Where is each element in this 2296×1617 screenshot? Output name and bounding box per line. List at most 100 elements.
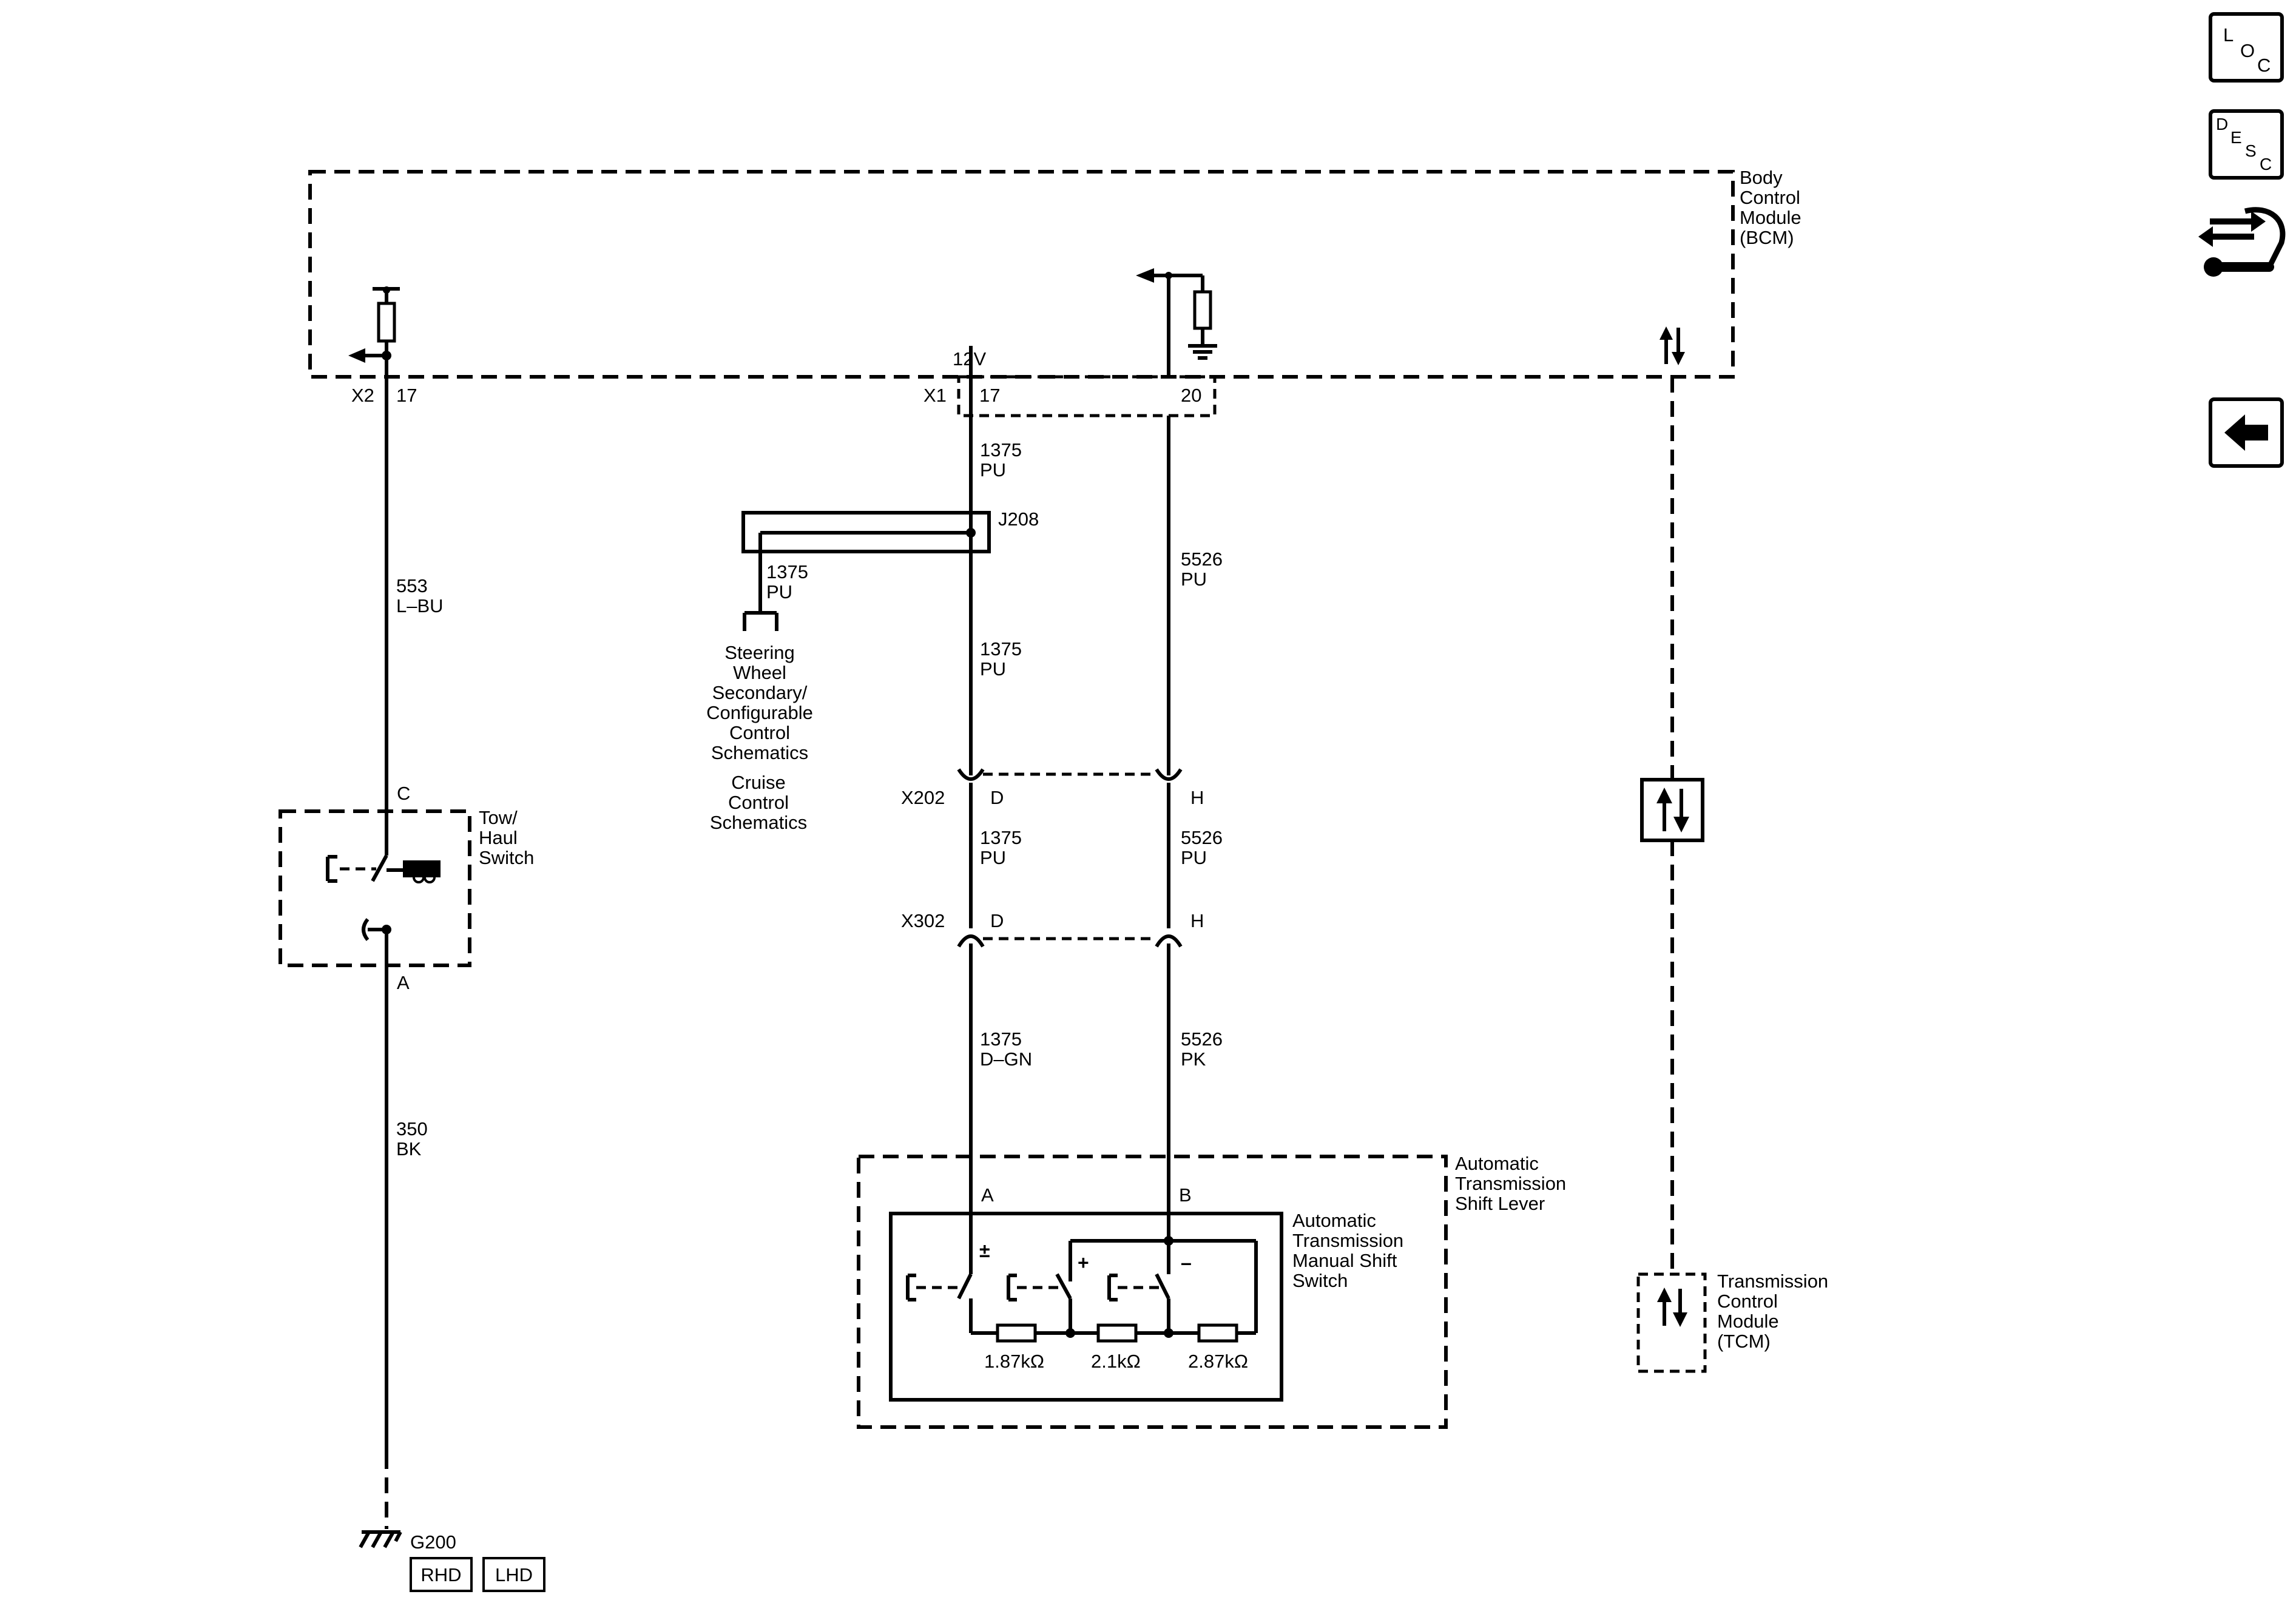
resistor-1-label: 1.87kΩ [984, 1351, 1044, 1372]
x202-connector [957, 752, 1183, 928]
x202-label: X202 [901, 787, 945, 808]
shift-lever-label: Automatic Transmission Shift Lever [1455, 1153, 1566, 1214]
svg-text:Control: Control [1740, 187, 1800, 208]
wire-1375-dgn-color: D–GN [980, 1048, 1032, 1070]
svg-text:D: D [2216, 115, 2228, 133]
svg-text:Configurable: Configurable [706, 702, 813, 723]
wire-5526-a-num: 5526 [1181, 549, 1223, 570]
svg-text:Steering: Steering [724, 642, 794, 663]
x302-connector [957, 934, 1183, 959]
tow-pin-c: C [397, 783, 410, 804]
wire-1375-a-color: PU [980, 459, 1006, 481]
loc-button[interactable]: L O C [2209, 12, 2284, 83]
svg-text:Tow/: Tow/ [479, 807, 518, 828]
svg-text:Shift Lever: Shift Lever [1455, 1193, 1545, 1214]
lhd-box [482, 1557, 545, 1592]
manual-shift-switch-network [906, 1214, 1258, 1343]
cruise-control-reference: Cruise Control Schematics [710, 772, 807, 833]
wire-350-num: 350 [396, 1118, 428, 1139]
msl-pin-a: A [981, 1184, 994, 1206]
shift-lever-dashed-box [857, 1155, 1448, 1429]
resistor-3-label: 2.87kΩ [1188, 1351, 1248, 1372]
wire-553-num: 553 [396, 575, 428, 596]
msl-pin-b: B [1179, 1184, 1192, 1206]
bcm-dashed-box [308, 170, 1735, 379]
x202-pin-d: D [990, 787, 1004, 808]
manual-shift-label: Automatic Transmission Manual Shift Swit… [1292, 1210, 1403, 1291]
rhd-label: RHD [420, 1564, 461, 1585]
splice-j208 [741, 511, 991, 613]
tow-haul-switch-box [279, 809, 471, 967]
svg-text:Transmission: Transmission [1717, 1271, 1828, 1292]
splice-label: J208 [998, 508, 1039, 530]
svg-text:Automatic: Automatic [1292, 1210, 1376, 1231]
serial-data-icon [1656, 788, 1689, 832]
x302-pin-h: H [1190, 910, 1204, 931]
svg-text:O: O [2240, 40, 2255, 61]
tcm-label: Transmission Control Module (TCM) [1717, 1271, 1828, 1352]
x202-pin-h: H [1190, 787, 1204, 808]
back-button[interactable] [2209, 397, 2284, 468]
bcm-x2-circuit [348, 286, 400, 377]
resistor-2-label: 2.1kΩ [1091, 1351, 1141, 1372]
svg-text:Control: Control [728, 792, 789, 813]
svg-text:Switch: Switch [1292, 1270, 1348, 1291]
wire-553-color: L–BU [396, 595, 444, 616]
wire-5526-b-num: 5526 [1181, 827, 1223, 848]
svg-text:(TCM): (TCM) [1717, 1331, 1771, 1352]
lhd-label: LHD [495, 1564, 533, 1585]
wire-1375-c-color: PU [980, 658, 1006, 680]
rhd-box [410, 1557, 473, 1592]
svg-text:Secondary/: Secondary/ [712, 682, 808, 703]
svg-text:Schematics: Schematics [710, 812, 807, 833]
wire-1375-c-num: 1375 [980, 638, 1022, 660]
data-communication-icon[interactable] [2198, 207, 2286, 277]
svg-text:Schematics: Schematics [711, 742, 808, 763]
svg-text:Transmission: Transmission [1292, 1230, 1403, 1251]
svg-text:Automatic: Automatic [1455, 1153, 1539, 1174]
switch-plus-minus-symbol: ± [979, 1240, 990, 1261]
tow-pin-a: A [397, 972, 410, 993]
svg-text:Manual Shift: Manual Shift [1292, 1250, 1397, 1271]
tcm-serial-data-icon [1657, 1288, 1687, 1327]
x1-label: X1 [923, 385, 947, 406]
svg-text:Transmission: Transmission [1455, 1173, 1566, 1194]
wire-5526-b-color: PU [1181, 847, 1207, 868]
steering-wheel-reference: Steering Wheel Secondary/ Configurable C… [706, 642, 813, 763]
wire-5526-pk-num: 5526 [1181, 1028, 1223, 1050]
svg-text:Control: Control [729, 722, 790, 743]
x1-pin-b: 20 [1181, 385, 1201, 406]
x1-pin-a: 17 [979, 385, 1000, 406]
bcm-x1-20-circuit [1136, 268, 1217, 377]
x1-connector-box [957, 375, 1217, 417]
svg-text:L: L [2223, 24, 2234, 46]
svg-text:Cruise: Cruise [731, 772, 786, 793]
svg-text:Module: Module [1740, 207, 1801, 228]
svg-text:S: S [2245, 141, 2257, 160]
switch-minus-symbol: – [1181, 1252, 1192, 1274]
svg-text:Module: Module [1717, 1311, 1779, 1332]
back-arrow-icon [2224, 414, 2268, 451]
serial-data-icon-box [1640, 778, 1704, 842]
wire-1375-dgn-num: 1375 [980, 1028, 1022, 1050]
svg-text:Haul: Haul [479, 827, 518, 848]
wire-5526-pk-color: PK [1181, 1048, 1206, 1070]
x2-label: X2 [351, 385, 374, 406]
svg-text:Switch: Switch [479, 847, 534, 868]
x2-pin: 17 [396, 385, 417, 406]
wire-1375-b-num: 1375 [766, 561, 808, 582]
tcm-dashed-box [1636, 1272, 1707, 1373]
ground-symbol [359, 1530, 402, 1548]
svg-text:(BCM): (BCM) [1740, 227, 1794, 248]
wire-350-color: BK [396, 1138, 422, 1160]
tow-haul-label: Tow/ Haul Switch [479, 807, 534, 868]
svg-text:E: E [2230, 128, 2242, 147]
bcm-serial-data-icon [1660, 326, 1685, 365]
svg-text:C: C [2257, 55, 2271, 76]
svg-text:Body: Body [1740, 167, 1783, 188]
desc-button[interactable]: D E S C [2209, 109, 2284, 180]
switch-plus-symbol: + [1078, 1252, 1089, 1274]
bcm-label: Body Control Module (BCM) [1740, 167, 1801, 248]
svg-text:C: C [2260, 155, 2272, 174]
